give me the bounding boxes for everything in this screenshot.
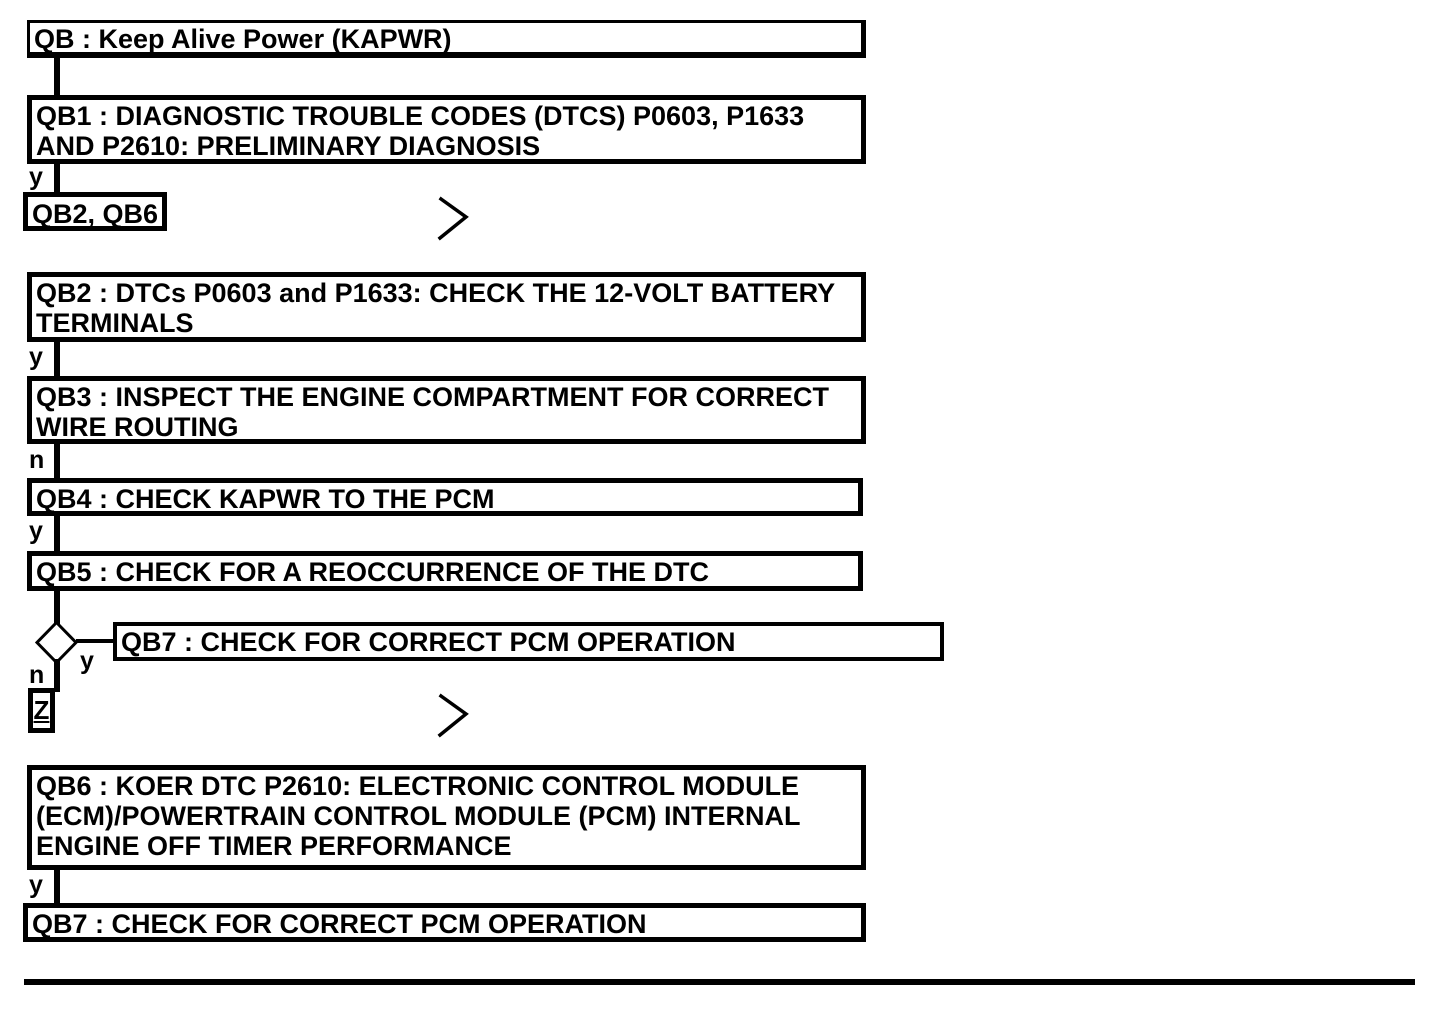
flow-node-qb5[interactable]: QB5 : CHECK FOR A REOCCURRENCE OF THE DT… [27,551,863,591]
flow-node-qb2[interactable]: QB2 : DTCs P0603 and P1633: CHECK THE 12… [27,272,866,342]
flow-ref-z[interactable]: Z [28,688,55,733]
flow-node-label: ENGINE OFF TIMER PERFORMANCE [36,831,512,861]
flow-node-label: QB4 : CHECK KAPWR TO THE PCM [36,484,495,514]
edge-label-yes: y [29,517,43,545]
edge-label-no: n [29,446,45,474]
edge-label-no: n [29,661,45,689]
connector-qb2-qb3 [54,341,60,378]
flow-node-label: QB : Keep Alive Power (KAPWR) [34,24,452,54]
connector-qb4-qb5 [54,514,60,553]
flow-node-qb7-branch[interactable]: QB7 : CHECK FOR CORRECT PCM OPERATION [113,622,944,661]
continue-chevron-icon[interactable] [436,193,472,243]
flow-node-qb[interactable]: QB : Keep Alive Power (KAPWR) [27,20,866,58]
edge-label-yes: y [29,871,43,899]
flow-node-label: QB5 : CHECK FOR A REOCCURRENCE OF THE DT… [36,557,710,587]
flow-node-label: (ECM)/POWERTRAIN CONTROL MODULE (PCM) IN… [36,801,801,831]
flow-node-label: WIRE ROUTING [36,412,239,442]
flow-node-label: TERMINALS [36,308,194,338]
flow-node-qb3[interactable]: QB3 : INSPECT THE ENGINE COMPARTMENT FOR… [27,376,866,444]
continue-chevron-icon[interactable] [436,690,472,740]
flow-node-label: QB2 : DTCs P0603 and P1633: CHECK THE 12… [36,278,836,308]
flow-node-qb6[interactable]: QB6 : KOER DTC P2610: ELECTRONIC CONTROL… [27,765,866,870]
flow-node-label: QB7 : CHECK FOR CORRECT PCM OPERATION [121,627,736,657]
connector-qb5-decision [54,589,60,625]
flow-node-label: QB3 : INSPECT THE ENGINE COMPARTMENT FOR… [36,382,830,412]
bottom-separator-rule [24,979,1415,985]
connector-qb3-qb4 [54,442,60,480]
flow-node-label: QB7 : CHECK FOR CORRECT PCM OPERATION [32,909,647,939]
flow-ref-label: QB2, QB6 [32,199,159,229]
flow-node-label: QB6 : KOER DTC P2610: ELECTRONIC CONTROL… [36,771,800,801]
flow-node-qb4[interactable]: QB4 : CHECK KAPWR TO THE PCM [27,478,863,516]
flow-node-label: AND P2610: PRELIMINARY DIAGNOSIS [36,131,541,161]
flow-ref-label: Z [33,695,50,725]
edge-label-yes: y [29,343,43,371]
flow-node-qb7-bottom[interactable]: QB7 : CHECK FOR CORRECT PCM OPERATION [23,903,866,942]
connector-decision-z [54,659,60,692]
connector-decision-qb7 [76,639,114,643]
flow-node-label: QB1 : DIAGNOSTIC TROUBLE CODES (DTCS) P0… [36,101,805,131]
edge-label-yes: y [29,163,43,191]
connector-qb1-ref [54,163,60,193]
flow-ref-qb2-qb6[interactable]: QB2, QB6 [23,192,167,231]
edge-label-yes: y [80,647,94,675]
connector-qb6-qb7 [54,868,60,905]
connector-qb-qb1 [54,56,60,96]
flow-node-qb1[interactable]: QB1 : DIAGNOSTIC TROUBLE CODES (DTCS) P0… [27,95,866,164]
